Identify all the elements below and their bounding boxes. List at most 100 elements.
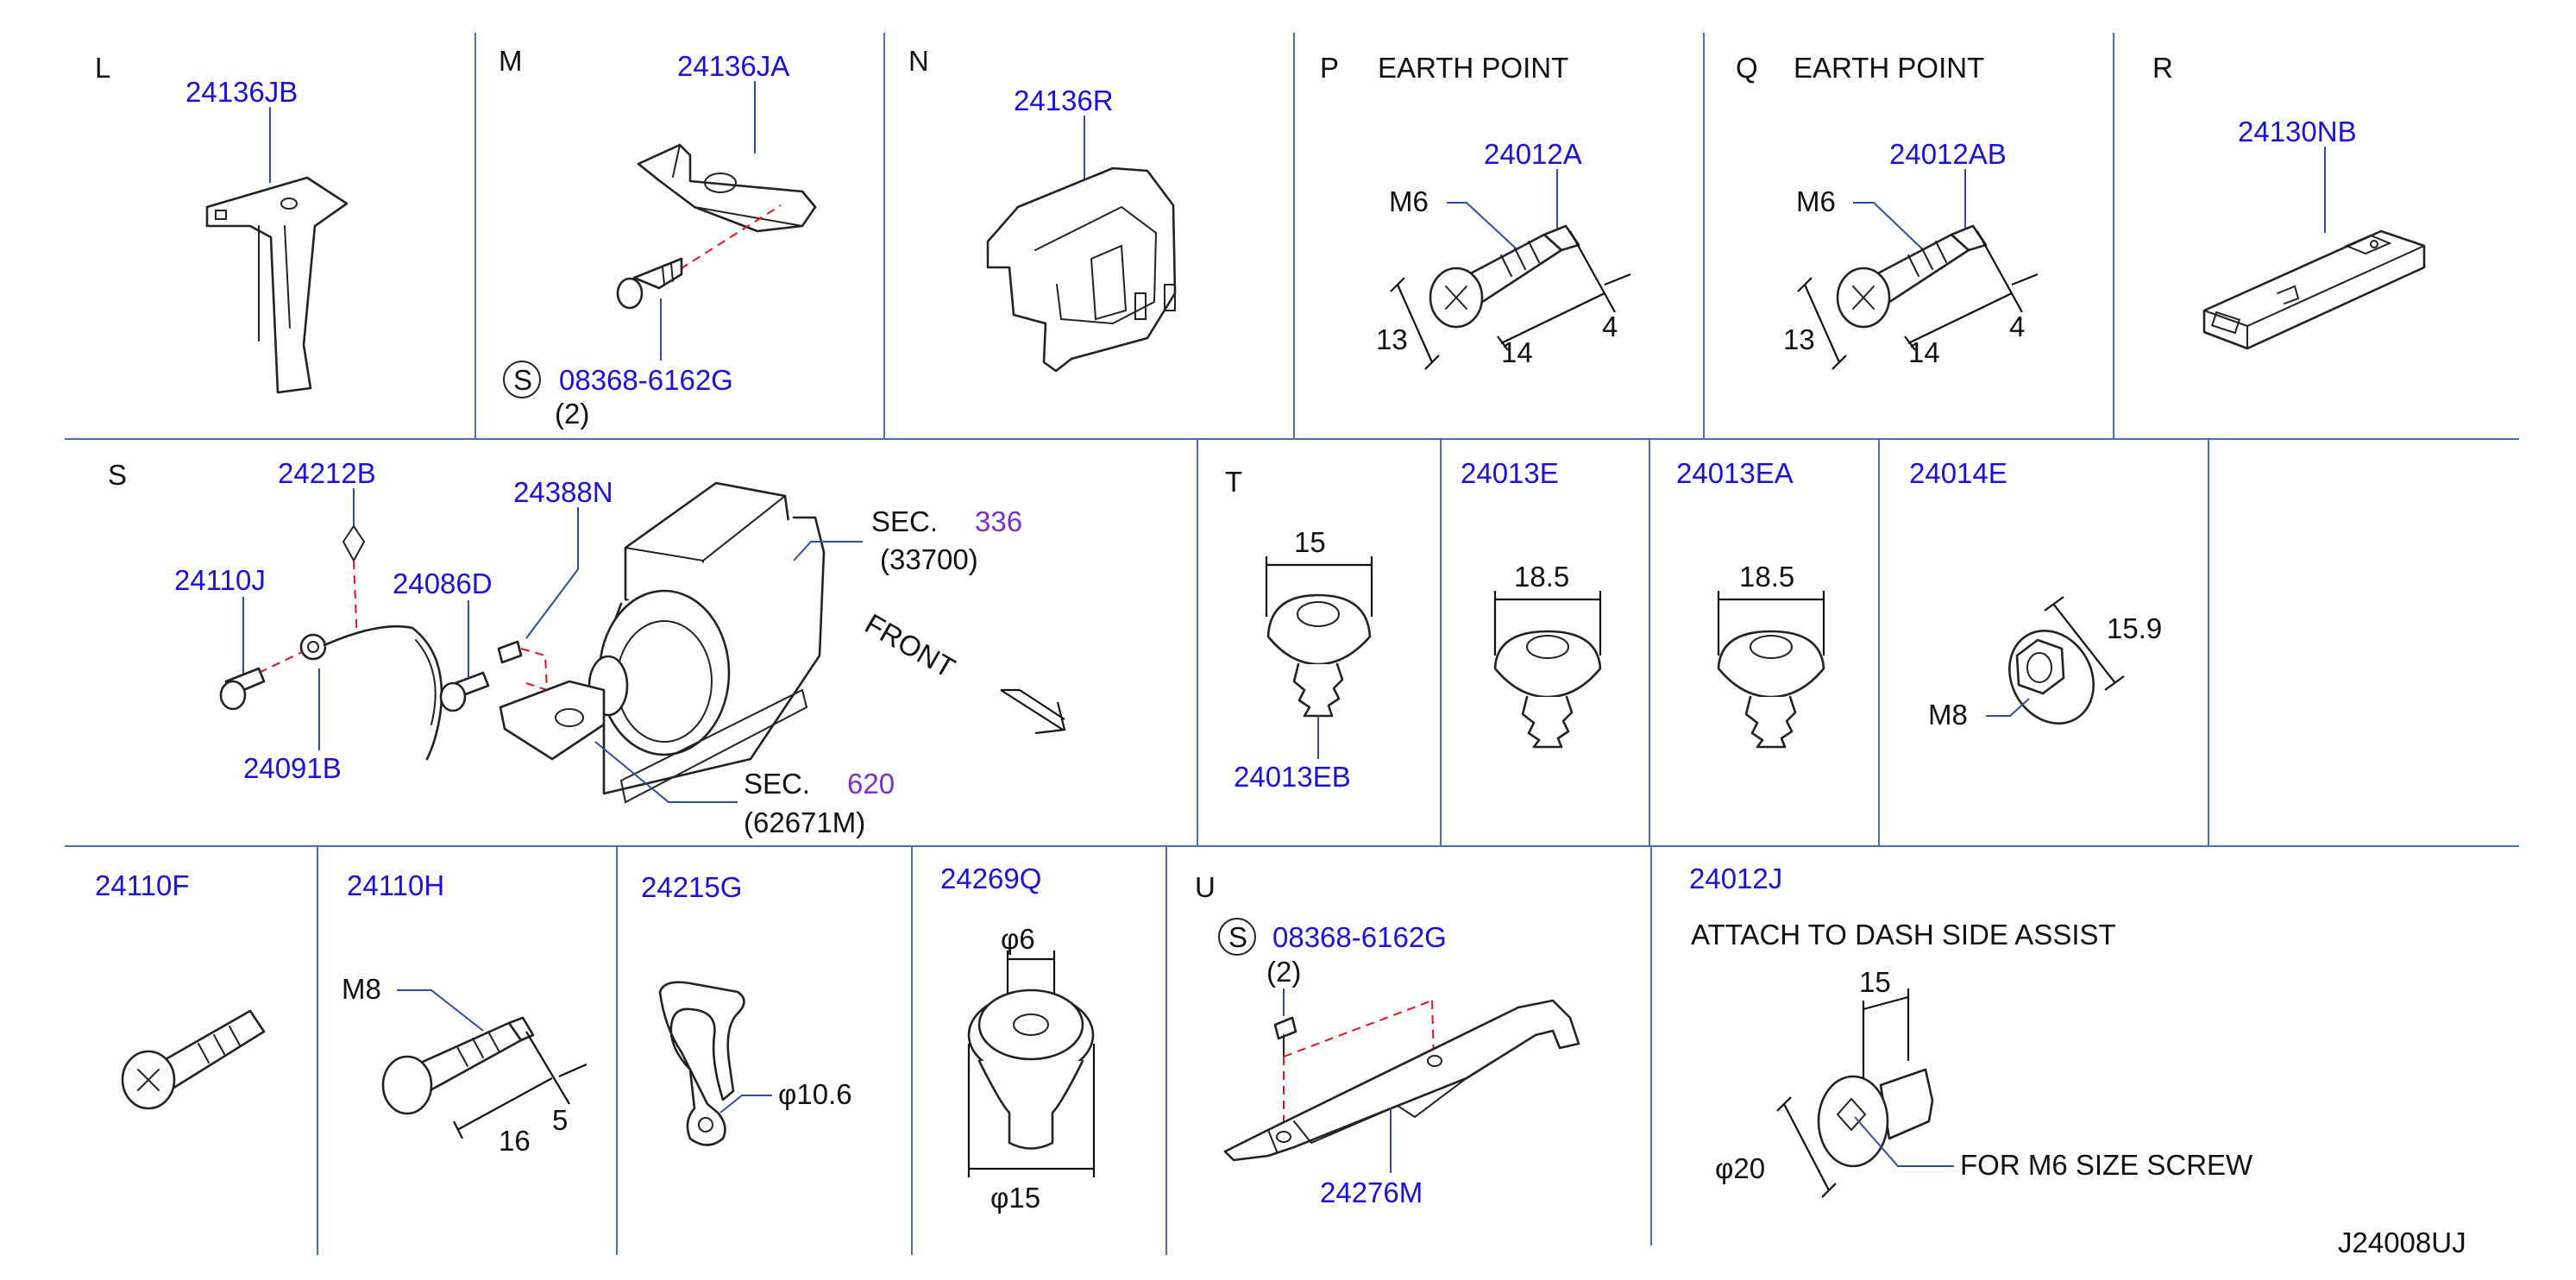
dim-line [1976,230,2039,313]
block-24130nb-drawing [2202,229,2426,350]
quantity-label: (2) [1266,956,1301,988]
drawing-code: J24008UJ [2338,1227,2466,1258]
dim-thread-m6: M6 [1389,185,1429,217]
cell-24012j: 24012J ATTACH TO DASH SIDE ASSIST 15 φ20… [1689,863,2253,1198]
leader-line [525,507,579,639]
clamp-24215g-drawing [658,981,745,1146]
sec-ref-prefix: SEC. [871,505,938,537]
section-title-p: EARTH POINT [1378,52,1568,84]
leader-line [1986,698,2030,717]
part-number-24269q[interactable]: 24269Q [940,863,1041,894]
assembly-line [655,204,782,285]
bracket-24136r-drawing [986,166,1177,373]
dim-18-5: 18.5 [1739,561,1794,593]
part-number-08368-6162g[interactable]: 08368-6162G [559,364,733,396]
section-title-q: EARTH POINT [1794,52,1984,84]
part-number-24013ea[interactable]: 24013EA [1676,457,1794,489]
dim-thread-m8: M8 [1928,699,1968,731]
dim-line [1904,292,2013,351]
part-number-24013e[interactable]: 24013E [1461,457,1559,489]
part-number-24136r[interactable]: 24136R [1014,85,1114,116]
section-label-p: P [1320,52,1339,84]
section-label-t: T [1225,466,1242,498]
part-number-24215g[interactable]: 24215G [641,871,742,903]
bolt-drawing [616,257,683,310]
dim-16: 16 [499,1125,531,1157]
bolt-24110h-drawing [381,1016,535,1115]
cell-24110h: 24110H M8 16 5 [342,869,587,1157]
part-number-24091b[interactable]: 24091B [243,752,342,784]
part-number-24136jb[interactable]: 24136JB [185,76,298,108]
dim-line [1390,277,1440,370]
dim-15-9: 15.9 [2107,612,2162,644]
part-number-24086d[interactable]: 24086D [393,568,493,599]
dim-15: 15 [1294,526,1326,558]
sec-ref-336-link[interactable]: 336 [975,505,1022,537]
clip-24013e-drawing [1493,630,1602,749]
dim-14: 14 [1501,336,1533,368]
grommet-24269q-drawing [967,988,1095,1150]
front-label: FRONT [860,607,961,684]
leader-line [397,989,484,1032]
section-label-n: N [908,45,929,77]
part-number-24136ja[interactable]: 24136JA [677,50,789,82]
part-number-24212b[interactable]: 24212B [278,457,376,489]
standard-part-symbol [503,361,541,398]
cell-r: R 24130NB [2152,52,2426,350]
attach-note: ATTACH TO DASH SIDE ASSIST [1691,919,2116,951]
dim-18-5: 18.5 [1514,561,1569,593]
leader-line [1853,202,1933,260]
cell-u: U S 08368-6162G (2) 24276M [1195,871,1580,1208]
cell-24013ea: 24013EA 18.5 [1676,457,1825,749]
clip-24013ea-drawing [1717,630,1825,749]
dim-phi-15: φ15 [990,1182,1040,1214]
nut-24014e-drawing [2008,630,2095,725]
bracket-24276m-drawing [1223,999,1580,1162]
bracket-24136jb-drawing [205,176,349,394]
part-number-24110j[interactable]: 24110J [174,564,266,596]
dim-13: 13 [1376,323,1408,355]
part-number-24276m[interactable]: 24276M [1320,1176,1423,1208]
dim-line [1862,988,1910,1078]
cell-s: S 24212B 24388N 24110J 24086D 24091B [108,457,1066,838]
dim-line [1493,591,1602,656]
sec-ref-prefix: SEC. [744,768,810,800]
section-label-q: Q [1736,52,1758,84]
section-label-u: U [1195,871,1216,903]
cell-m: M 24136JA S 08368-6162G (2) [499,45,817,430]
sec-ref-620-link[interactable]: 620 [847,768,895,800]
part-number-24014e[interactable]: 24014E [1909,457,2007,489]
nut-24012j-drawing [1817,1068,1934,1168]
quantity-label: (2) [555,398,589,430]
part-number-24110h[interactable]: 24110H [347,869,444,901]
cell-24269q: 24269Q φ6 φ15 [940,863,1096,1214]
dim-13: 13 [1783,323,1815,355]
part-number-24012a[interactable]: 24012A [1484,138,1582,170]
dim-phi-6: φ6 [1001,923,1035,955]
leader-line [793,541,863,562]
part-number-24110f[interactable]: 24110F [95,869,189,901]
section-label-l: L [95,52,110,84]
part-number-24013eb[interactable]: 24013EB [1234,761,1351,793]
engine-drawing [499,481,826,804]
standard-part-symbol [1218,918,1256,956]
part-number-24388n[interactable]: 24388N [513,476,613,508]
dim-14: 14 [1908,336,1940,368]
part-number-24130nb[interactable]: 24130NB [2238,116,2357,147]
cell-24014e: 24014E 15.9 M8 [1909,457,2162,731]
cell-l: L 24136JB [95,52,349,394]
section-label-m: M [499,45,523,77]
section-label-s: S [108,459,127,491]
leader-line [1854,1116,1954,1167]
cell-t: T 15 24013EB [1225,466,1373,793]
part-number-24012ab[interactable]: 24012AB [1889,138,2007,170]
leader-line [594,741,738,803]
bolt-24012a-drawing [1429,224,1580,329]
bracket-24136ja-drawing [637,143,817,233]
dim-15: 15 [1859,966,1891,998]
dim-5: 5 [552,1104,568,1136]
sec-ref-sub: (62671M) [744,806,865,838]
part-number-24012j[interactable]: 24012J [1689,863,1782,894]
dim-line [1265,556,1373,617]
part-number-08368-6162g[interactable]: 08368-6162G [1272,921,1447,953]
